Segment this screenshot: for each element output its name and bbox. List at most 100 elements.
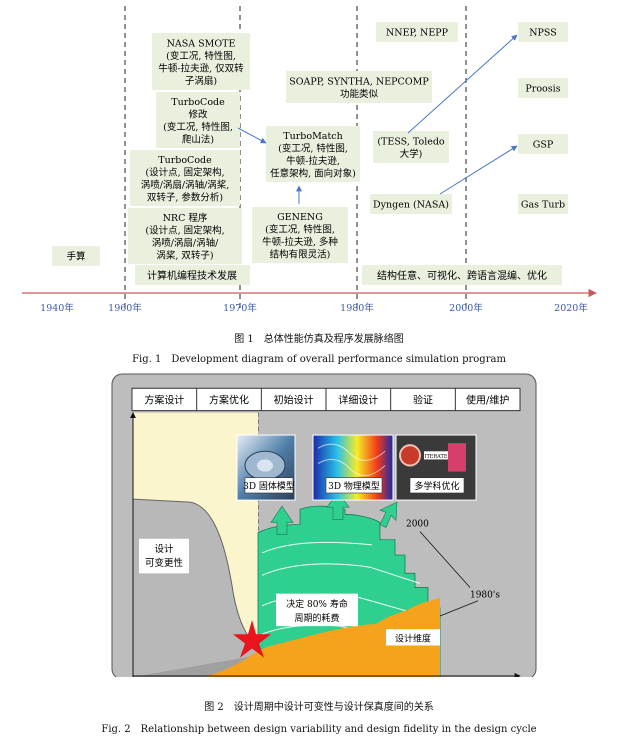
box-turbocode bbox=[130, 150, 240, 206]
arrow-tess-to-npss bbox=[407, 34, 518, 134]
box-nnep-line-0: NNEP, NEPP bbox=[386, 28, 449, 39]
box-nrc-line-0: NRC 程序 bbox=[163, 212, 208, 224]
phase-1: 方案优化 bbox=[209, 393, 249, 406]
box-nasa-smote-line-2: 牛顿-拉夫逊, 仅双转 bbox=[158, 62, 244, 74]
img1-label-box bbox=[244, 477, 294, 494]
year-label-2: 1970年 bbox=[223, 302, 257, 314]
img-label-3d-physical: 3D 物理模型 bbox=[328, 480, 380, 492]
box-turbomatch-line-3: 任意架构, 面向对象) bbox=[270, 167, 356, 179]
box-npss bbox=[518, 22, 568, 42]
variability-label-box bbox=[139, 538, 189, 574]
box-turbomatch-line-2: 牛顿-拉夫逊, bbox=[286, 155, 340, 167]
fidelity-label-box bbox=[386, 629, 440, 646]
box-geneng-line-0: GENENG bbox=[277, 212, 323, 223]
box-turbocode-mod-line-3: 爬山法) bbox=[182, 133, 214, 145]
box-geneng-line-2: 牛顿-拉夫逊, 多种 bbox=[262, 236, 338, 248]
box-turbomatch bbox=[266, 126, 360, 182]
banner-left-box bbox=[135, 265, 250, 285]
cost-label-1: 决定 80% 寿命 bbox=[286, 598, 348, 610]
mdo-plot bbox=[448, 443, 466, 472]
up-arrow-1 bbox=[270, 505, 294, 535]
box-turbocode-mod bbox=[156, 92, 240, 148]
arrow-dyngen-to-gsp bbox=[439, 145, 518, 195]
img-label-3d-solid: 3D 固体模型 bbox=[243, 480, 295, 492]
box-gsp bbox=[518, 134, 568, 154]
box-proosis-line-0: Proosis bbox=[525, 84, 560, 95]
box-turbocode-line-2: 涡喷/涡扇/涡轴/涡桨, bbox=[141, 179, 230, 191]
box-nasa-smote bbox=[152, 33, 250, 90]
box-turbomatch-line-0: TurboMatch bbox=[283, 131, 342, 142]
turbine-hub bbox=[257, 459, 273, 472]
box-manual-line-0: 手算 bbox=[66, 251, 85, 263]
box-turbocode-mod-line-2: (变工况, 特性图, bbox=[163, 121, 233, 133]
box-proosis bbox=[518, 78, 568, 98]
year-label-0: 1940年 bbox=[40, 302, 74, 314]
arrow-turbocode-to-turbomatch bbox=[237, 127, 267, 144]
iterate-label: ITERATE bbox=[424, 454, 447, 460]
phase-2: 初始设计 bbox=[274, 393, 314, 406]
cost-star bbox=[233, 620, 271, 658]
box-turbocode-mod-line-0: TurboCode bbox=[171, 97, 225, 108]
box-manual bbox=[52, 246, 100, 266]
leader-2000 bbox=[419, 531, 471, 588]
box-turbocode-mod-line-1: 修改 bbox=[188, 108, 208, 120]
banner-right: 结构任意、可视化、跨语言混编、优化 bbox=[377, 269, 547, 282]
box-geneng-line-3: 结构有限灵活) bbox=[270, 248, 331, 260]
label-1980s: 1980's bbox=[470, 591, 500, 601]
year-label-5: 2020年 bbox=[554, 302, 588, 314]
box-nasa-smote-line-3: 子涡扇) bbox=[185, 75, 217, 87]
img-label-mdo: 多学科优化 bbox=[415, 480, 460, 492]
box-npss-line-0: NPSS bbox=[529, 28, 557, 39]
box-dyngen-line-0: Dyngen (NASA) bbox=[373, 200, 449, 211]
box-nnep bbox=[376, 22, 458, 42]
year-label-4: 2000年 bbox=[449, 302, 483, 314]
box-nasa-smote-line-1: (变工况, 特性图, bbox=[166, 50, 236, 62]
label-2000: 2000 bbox=[406, 519, 429, 529]
figure-1: NASA SMOTE(变工况, 特性图,牛顿-拉夫逊, 仅双转子涡扇)Turbo… bbox=[22, 6, 597, 314]
box-nasa-smote-line-0: NASA SMOTE bbox=[167, 38, 236, 49]
variability-label-2: 可变更性 bbox=[145, 557, 183, 569]
cost-label-box bbox=[276, 593, 358, 627]
year-label-3: 1980年 bbox=[340, 302, 374, 314]
up-arrow-3 bbox=[379, 501, 398, 528]
box-soapp-line-0: SOAPP, SYNTHA, NEPCOMP bbox=[289, 76, 429, 87]
box-gsp-line-0: GSP bbox=[533, 140, 554, 151]
box-turbocode-line-1: (设计点, 固定架构, bbox=[145, 166, 224, 178]
fidelity-line-4 bbox=[261, 541, 373, 554]
box-nrc bbox=[128, 208, 242, 264]
box-turbocode-line-0: TurboCode bbox=[158, 155, 212, 166]
fig2-caption-en: Fig. 2 Relationship between design varia… bbox=[101, 724, 537, 735]
box-soapp-line-1: 功能类似 bbox=[340, 88, 379, 100]
fig2-caption-cn: 图 2 设计周期中设计可变性与设计保真度间的关系 bbox=[204, 702, 434, 713]
banner-left: 计算机编程技术发展 bbox=[147, 269, 237, 282]
cost-label-2: 周期的耗费 bbox=[295, 612, 340, 624]
box-tess-line-0: (TESS, Toledo bbox=[377, 136, 445, 147]
fig1-caption-cn: 图 1 总体性能仿真及程序发展脉络图 bbox=[234, 334, 404, 345]
leader-1980s bbox=[439, 600, 479, 617]
phase-5: 使用/维护 bbox=[466, 393, 509, 406]
box-gasturb-line-0: Gas Turb bbox=[521, 200, 565, 211]
fidelity-line-3 bbox=[261, 563, 421, 584]
variability-label-1: 设计 bbox=[155, 543, 174, 555]
phase-0: 方案设计 bbox=[144, 393, 184, 406]
box-dyngen bbox=[370, 194, 452, 214]
box-geneng-line-1: (变工况, 特性图, bbox=[265, 223, 335, 235]
box-soapp bbox=[286, 71, 432, 103]
iterate-box bbox=[424, 451, 448, 460]
box-turbomatch-line-1: (变工况, 特性图, bbox=[278, 142, 348, 154]
box-nrc-line-3: 涡桨, 双转子) bbox=[156, 249, 213, 261]
box-tess-line-1: 大学) bbox=[400, 148, 423, 160]
phase-4: 验证 bbox=[413, 393, 433, 406]
phase-3: 详细设计 bbox=[338, 393, 378, 406]
variability-under bbox=[133, 499, 440, 677]
year-label-1: 1960年 bbox=[108, 302, 142, 314]
box-turbocode-line-3: 双转子, 参数分析) bbox=[147, 191, 223, 203]
box-geneng bbox=[252, 207, 348, 263]
box-gasturb bbox=[518, 194, 568, 214]
box-tess bbox=[373, 131, 449, 163]
img3-label-box bbox=[409, 477, 465, 494]
img2-label-box bbox=[325, 477, 383, 494]
fig1-caption-en: Fig. 1 Development diagram of overall pe… bbox=[132, 354, 506, 365]
banner-right-box bbox=[362, 265, 562, 285]
box-nrc-line-2: 涡喷/涡扇/涡轴/ bbox=[152, 237, 219, 249]
